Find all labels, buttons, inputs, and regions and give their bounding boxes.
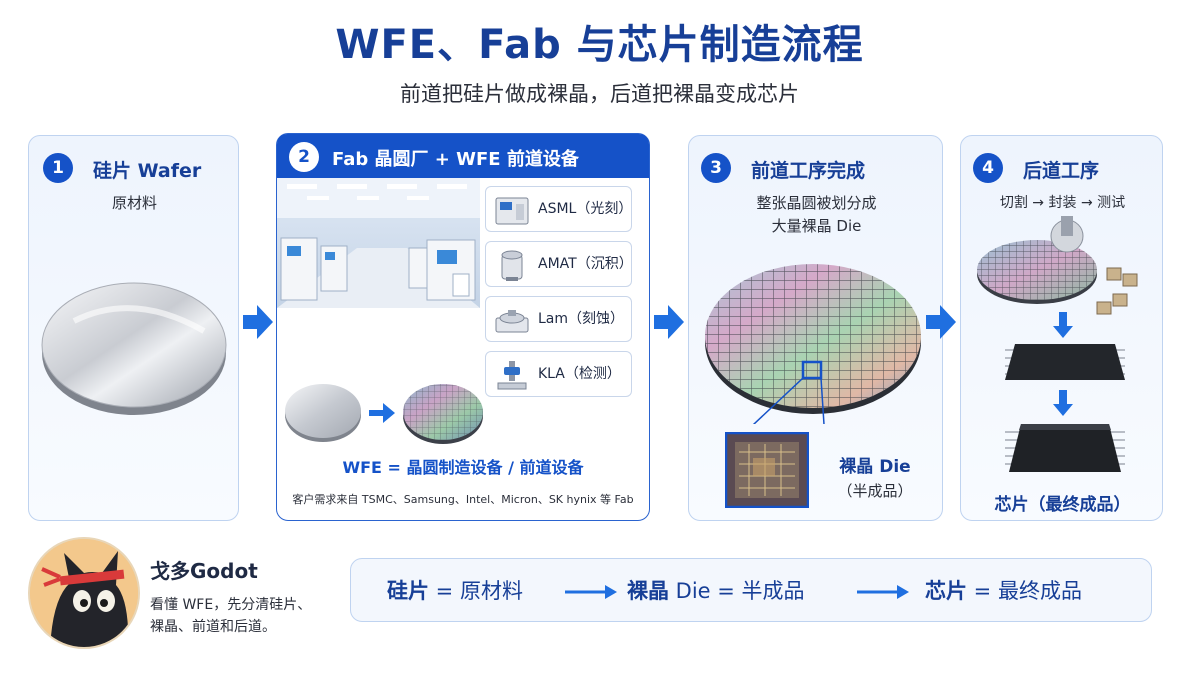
arrow-right-icon	[926, 305, 956, 339]
equipment-asml-label: ASML（光刻）	[538, 201, 633, 217]
die-label: 裸晶 Die	[839, 457, 911, 477]
inspection-microscope-icon	[497, 361, 527, 390]
step-1-title: 硅片 Wafer	[93, 160, 202, 182]
etching-tool-icon	[495, 310, 529, 333]
arrow-right-icon	[857, 585, 909, 599]
equipment-amat: AMAT（沉积）	[485, 241, 633, 287]
summary-wafer-key: 硅片	[387, 579, 429, 603]
step-2-panel: 2 Fab 晶圆厂 + WFE 前道设备 ASML（光刻） AMAT（沉积） L…	[276, 133, 650, 521]
step-2-header	[277, 134, 649, 178]
summary-chip-key: 芯片	[925, 579, 967, 603]
equipment-amat-label: AMAT（沉积）	[538, 256, 633, 272]
author-tagline-line2: 裸晶、前道和后道。	[150, 619, 276, 635]
summary-chip: 芯片 = 最终成品	[925, 559, 1082, 623]
step-3-title: 前道工序完成	[751, 160, 866, 182]
step-3-desc-line2: 大量裸晶 Die	[771, 217, 862, 235]
step-3-panel: 3 前道工序完成 整张晶圆被划分成 大量裸晶 Die 裸晶 Die （半成品）	[688, 135, 943, 521]
black-cat-avatar-image	[30, 539, 138, 647]
summary-wafer: 硅片 = 原材料	[387, 559, 523, 623]
summary-bar: 硅片 = 原材料 裸晶 Die = 半成品 芯片 = 最终成品	[350, 558, 1152, 622]
step-4-number: 4	[973, 153, 1003, 183]
equipment-lam-label: Lam（刻蚀）	[538, 311, 625, 327]
die-zoom-image	[725, 432, 809, 508]
avatar	[28, 537, 140, 649]
step-1-desc: 原材料	[111, 194, 157, 212]
summary-die-key: 裸晶	[627, 579, 669, 603]
step-2-number: 2	[289, 142, 319, 172]
arrow-right-icon	[565, 585, 617, 599]
author-tagline-line1: 看懂 WFE，先分清硅片、	[150, 597, 312, 613]
silicon-wafer-image	[41, 282, 227, 415]
wfe-caption: WFE = 晶圆制造设备 / 前道设备	[342, 458, 584, 477]
step-4-panel: 4 后道工序 切割 → 封装 → 测试 芯片（最终成品）	[960, 135, 1163, 521]
die-sub-label: （半成品）	[837, 482, 913, 500]
diced-wafer-image	[705, 264, 921, 424]
summary-chip-rest: = 最终成品	[967, 579, 1082, 603]
author-name: 戈多Godot	[150, 559, 258, 583]
step-1-panel: 1 硅片 Wafer 原材料	[28, 135, 239, 521]
customer-note: 客户需求来自 TSMC、Samsung、Intel、Micron、SK hyni…	[292, 493, 634, 506]
step-3-number: 3	[701, 153, 731, 183]
page-subtitle: 前道把硅片做成裸晶，后道把裸晶变成芯片	[400, 82, 799, 106]
lithography-machine-icon	[495, 197, 529, 225]
chip-package-image	[1005, 424, 1125, 472]
summary-die-rest: Die = 半成品	[669, 579, 805, 603]
equipment-asml: ASML（光刻）	[485, 186, 632, 232]
wafer-to-patterned-wafer-image	[285, 384, 483, 444]
summary-die: 裸晶 Die = 半成品	[627, 559, 805, 623]
arrow-right-icon	[243, 305, 273, 339]
equipment-lam: Lam（刻蚀）	[485, 296, 632, 342]
arrow-right-icon	[654, 305, 684, 339]
step-1-number: 1	[43, 153, 73, 183]
dicing-packaging-image	[977, 216, 1138, 416]
deposition-chamber-icon	[501, 250, 523, 281]
equipment-kla-label: KLA（检测）	[538, 366, 621, 382]
equipment-kla: KLA（检测）	[485, 351, 632, 397]
step-4-desc: 切割 → 封装 → 测试	[999, 195, 1126, 211]
fab-cleanroom-image	[277, 178, 480, 308]
page-title: WFE、Fab 与芯片制造流程	[335, 22, 864, 68]
final-chip-label: 芯片（最终成品）	[994, 495, 1131, 515]
step-2-title: Fab 晶圆厂 + WFE 前道设备	[332, 149, 579, 170]
step-3-desc-line1: 整张晶圆被划分成	[756, 194, 877, 212]
step-4-title: 后道工序	[1023, 160, 1100, 182]
summary-wafer-rest: = 原材料	[429, 579, 523, 603]
